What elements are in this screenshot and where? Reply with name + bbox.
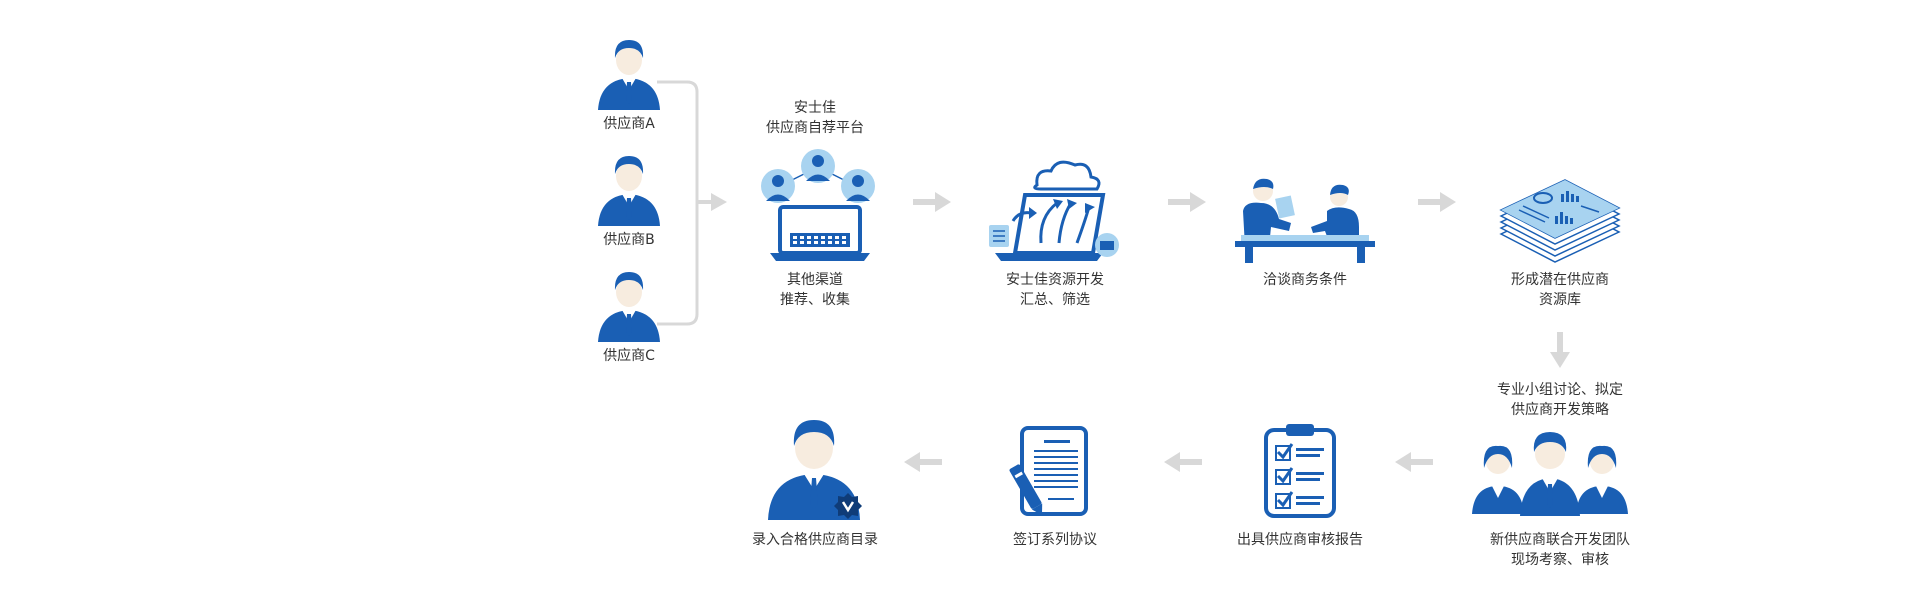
clipboard-checklist-icon <box>1264 424 1336 518</box>
team-icon <box>1472 432 1628 516</box>
verified-person-icon <box>768 420 862 520</box>
supplier-c-person-icon <box>598 272 660 342</box>
arrow-left-3 <box>904 452 942 472</box>
supplier-b-person-icon <box>598 156 660 226</box>
team-label: 新供应商联合开发团队 现场考察、审核 <box>1490 532 1630 568</box>
resource-pool-label: 形成潜在供应商 资源库 <box>1511 272 1609 308</box>
people-network-icon <box>761 149 875 203</box>
negotiation-icon <box>1235 178 1375 263</box>
supplier-a-person-icon <box>598 40 660 110</box>
resource-dev-label: 安士佳资源开发 汇总、筛选 <box>1006 272 1104 308</box>
supplier-c-label: 供应商C <box>603 348 655 364</box>
arrow-right-1 <box>913 192 951 212</box>
cloud-laptop-icon <box>989 160 1119 261</box>
negotiation-label: 洽谈商务条件 <box>1263 272 1347 288</box>
arrow-right-2 <box>1168 192 1206 212</box>
contract-pen-icon <box>1009 426 1088 516</box>
supplier-bracket <box>657 80 727 326</box>
arrow-down <box>1550 332 1570 368</box>
arrow-left-1 <box>1395 452 1433 472</box>
supplier-a-label: 供应商A <box>603 116 655 132</box>
arrow-left-2 <box>1164 452 1202 472</box>
qualified-directory-label: 录入合格供应商目录 <box>752 532 878 548</box>
platform-title: 安士佳 供应商自荐平台 <box>766 100 864 136</box>
channels-label: 其他渠道 推荐、收集 <box>780 272 850 308</box>
supplier-b-label: 供应商B <box>603 232 655 248</box>
document-stack-icon <box>1499 179 1621 263</box>
audit-report-label: 出具供应商审核报告 <box>1237 532 1363 548</box>
laptop-icon <box>770 205 870 261</box>
strategy-label: 专业小组讨论、拟定 供应商开发策略 <box>1497 382 1623 418</box>
arrow-right-3 <box>1418 192 1456 212</box>
contract-label: 签订系列协议 <box>1013 532 1097 548</box>
